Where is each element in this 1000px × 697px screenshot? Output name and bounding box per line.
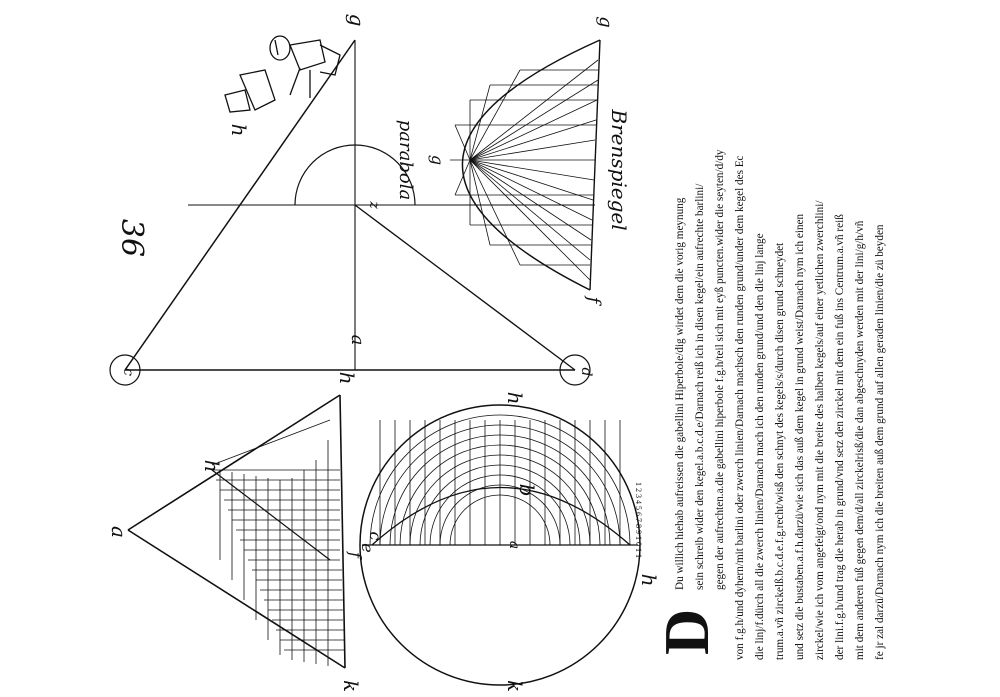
body-text: D Du willich hiehab aufreissen die gabel…	[651, 149, 886, 660]
mirror-label-focus: g	[428, 155, 447, 165]
ground-plan-circle	[359, 404, 641, 686]
mirror-label-left: f	[583, 295, 604, 307]
parabola-title: parabola	[395, 120, 416, 200]
text-line: gegen der aufrechten.a.die gabellini hip…	[714, 149, 726, 590]
cone-label-e: e	[358, 543, 377, 552]
cone-label-c: c	[366, 532, 385, 541]
mirror-label-right: g	[595, 16, 616, 28]
triangle-label-mid: a	[347, 335, 368, 346]
triangle-label-center: z	[366, 200, 382, 209]
page-number: 36	[114, 219, 149, 257]
triangle-label-left-circle: c	[120, 368, 136, 376]
text-line: fe jr zal darzü/Darnach nym ich die brei…	[874, 224, 886, 660]
parabolic-mirror	[450, 39, 601, 291]
text-line: die linj/f.dürch all die zwerch linien/D…	[754, 233, 766, 660]
text-line: der lini.f.g.h/und trag die herab in gru…	[834, 214, 846, 660]
text-line: zirckel/wie ich vom angefeigt/ond nym mi…	[814, 200, 826, 660]
text-line: und setz die bustaben.a.f.h.darzü/wie si…	[794, 213, 806, 660]
text-line: sein schreib wider den kegel.a.b.c.d.e/D…	[694, 183, 706, 590]
cone-label-f: f	[346, 551, 365, 561]
circle-label-left: a	[506, 541, 522, 549]
text-line: trum.a.vñ zirckelß.b.c.d.e.f.g.recht/wis…	[774, 242, 786, 660]
brennspiegel-title: Brenspiegel	[607, 108, 631, 230]
man-figure	[224, 35, 341, 113]
circle-label-top: h	[503, 392, 527, 405]
cone-figure	[127, 394, 346, 669]
triangle-label-top-right: g	[345, 14, 369, 27]
cone-label-cut-point: h	[200, 460, 224, 473]
circle-digits: 1 2 3 4 5 6 7 8 9 1 0 1 1	[634, 482, 643, 558]
circle-label-center: b	[515, 484, 539, 497]
circle-label-lower: h	[637, 574, 661, 587]
mirror-rays	[450, 59, 599, 281]
cone-label-apex: a	[107, 526, 131, 538]
cone-hatching	[211, 419, 344, 666]
triangle-label-top-left: h	[227, 124, 251, 137]
triangle-construction	[109, 39, 595, 386]
cone-label-left-top: h	[335, 372, 359, 385]
triangle-label-right-circle: d	[578, 368, 594, 377]
circle-label-bottom: k	[503, 680, 527, 692]
ground-plan-arcs	[369, 414, 631, 546]
text-line: von f.g.h/und dyhern/mit barlini oder zw…	[734, 155, 746, 660]
drop-cap: D	[651, 609, 722, 655]
cone-label-left-bottom: k	[339, 680, 363, 692]
text-line: Du willich hiehab aufreissen die gabelli…	[674, 197, 686, 590]
text-line: mit dem anderen fuß gegen dem/d/all zirc…	[854, 220, 866, 660]
